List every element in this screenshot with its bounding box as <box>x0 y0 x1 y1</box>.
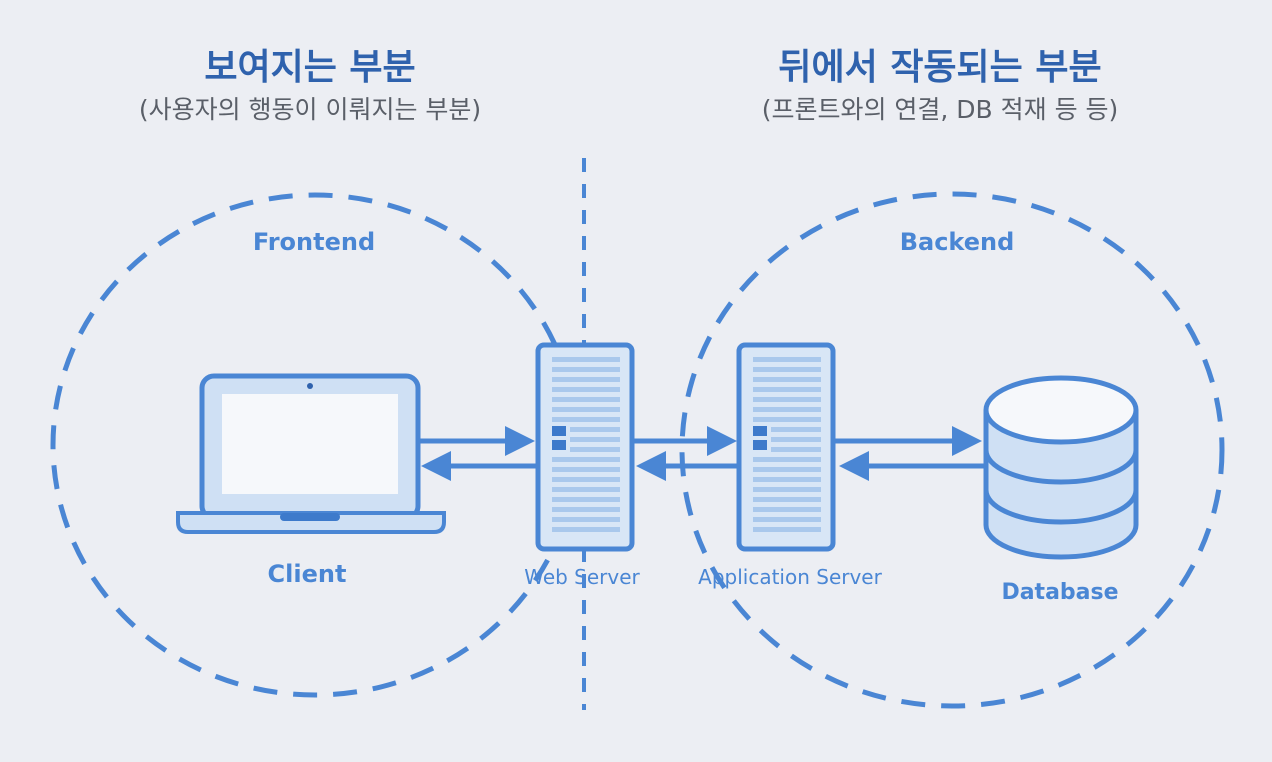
rack-slot <box>753 417 821 422</box>
rack-slot <box>570 427 620 432</box>
laptop-icon <box>176 373 446 534</box>
left-title: 보여지는 부분 <box>204 47 416 88</box>
rack-slot <box>552 497 620 502</box>
rack-slot <box>753 367 821 372</box>
rack-slot <box>552 467 620 472</box>
rack-slot <box>552 387 620 392</box>
rack-slot <box>753 497 821 502</box>
rack-slot <box>570 447 620 452</box>
frontend-label: Frontend <box>252 228 376 256</box>
rack-slot <box>552 407 620 412</box>
rack-slot <box>552 487 620 492</box>
web-server-label: Web Server <box>524 565 640 589</box>
client-label: Client <box>267 560 347 588</box>
rack-slot <box>552 517 620 522</box>
right-title: 뒤에서 작동되는 부분 <box>778 47 1102 88</box>
rack-slot <box>753 377 821 382</box>
rack-slot <box>753 477 821 482</box>
rack-slot <box>753 397 821 402</box>
rack-slot <box>771 427 821 432</box>
rack-slot <box>753 357 821 362</box>
rack-slot <box>552 477 620 482</box>
rack-slot <box>552 397 620 402</box>
rack-slot <box>771 437 821 442</box>
backend-label: Backend <box>899 228 1015 256</box>
rack-slot <box>552 457 620 462</box>
rack-slot <box>552 417 620 422</box>
rack-slot <box>552 367 620 372</box>
application-server-label: Application Server <box>698 565 882 589</box>
rack-slot <box>753 407 821 412</box>
web-server-icon <box>535 342 635 552</box>
rack-slot <box>552 357 620 362</box>
rack-slot <box>753 467 821 472</box>
rack-slot <box>771 447 821 452</box>
rack-slot <box>552 527 620 532</box>
rack-slot <box>753 487 821 492</box>
rack-slot <box>753 517 821 522</box>
rack-slot <box>552 377 620 382</box>
application-server-icon <box>736 342 836 552</box>
rack-slot <box>753 457 821 462</box>
left-subtitle: (사용자의 행동이 이뤄지는 부분) <box>138 95 482 124</box>
rack-slot <box>753 507 821 512</box>
right-subtitle: (프론트와의 연결, DB 적재 등 등) <box>761 95 1119 124</box>
rack-slot <box>753 527 821 532</box>
rack-slot <box>570 437 620 442</box>
backend-region-circle <box>679 191 1225 709</box>
rack-slot <box>753 387 821 392</box>
rack-slot <box>552 507 620 512</box>
database-icon <box>983 375 1139 560</box>
database-label: Database <box>1001 580 1119 605</box>
